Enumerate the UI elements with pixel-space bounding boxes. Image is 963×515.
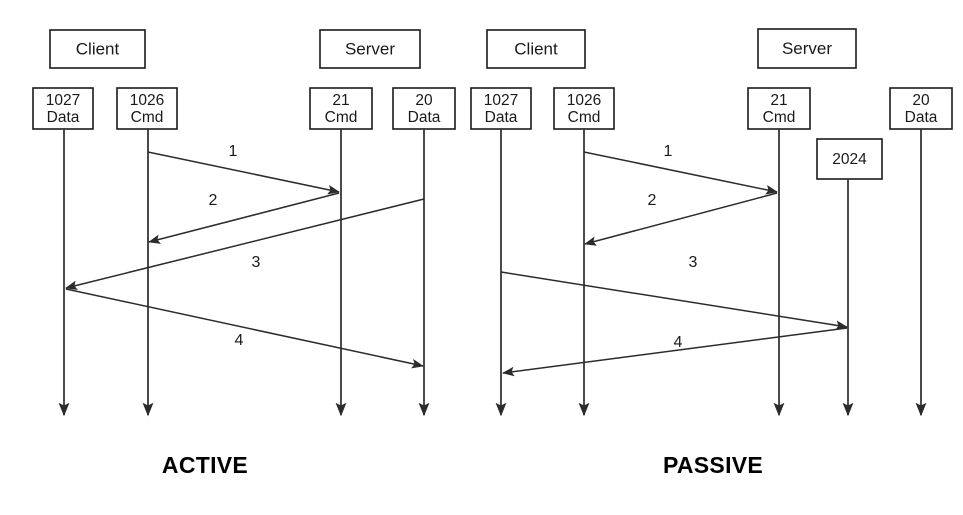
message-4-active: 4 <box>65 288 424 369</box>
port-number: 1026 <box>130 92 164 109</box>
port-role: Data <box>905 109 938 126</box>
port-box <box>470 87 532 130</box>
message-label: 2 <box>209 192 218 209</box>
header-node-server-passive: Server <box>757 28 857 69</box>
port-box <box>32 87 94 130</box>
port-box <box>889 87 953 130</box>
port-role: Data <box>408 109 441 126</box>
message-arrow <box>584 192 778 246</box>
header-box <box>319 29 421 69</box>
port-role: Cmd <box>763 109 796 126</box>
port-box <box>309 87 373 130</box>
message-arrow <box>583 151 778 195</box>
port-role: Data <box>47 109 80 126</box>
message-label: 4 <box>674 334 683 351</box>
header-node-client-active: Client <box>49 29 146 69</box>
port-number: 1026 <box>567 92 601 109</box>
header-box <box>757 28 857 69</box>
port-role: Cmd <box>131 109 164 126</box>
message-3-passive: 3 <box>500 254 848 330</box>
port-box <box>553 87 615 130</box>
message-arrow <box>147 151 340 195</box>
header-label: Server <box>345 39 395 58</box>
header-label: Client <box>76 39 120 58</box>
message-1-passive: 1 <box>583 143 778 195</box>
port-role: Cmd <box>325 109 358 126</box>
panel-caption-active: ACTIVE <box>162 452 248 478</box>
header-node-server-active: Server <box>319 29 421 69</box>
header-box <box>49 29 146 69</box>
port-node-2024-passive: 2024 <box>816 138 883 417</box>
panel-caption-passive: PASSIVE <box>663 452 763 478</box>
message-arrow <box>65 288 424 369</box>
message-2-active: 2 <box>148 192 340 244</box>
header-box <box>486 29 586 69</box>
port-number: 20 <box>415 92 433 109</box>
port-role: Cmd <box>568 109 601 126</box>
message-label: 1 <box>229 143 238 160</box>
message-arrow <box>502 327 848 377</box>
port-box <box>816 138 883 180</box>
message-label: 2 <box>648 192 657 209</box>
header-label: Client <box>514 39 558 58</box>
port-box <box>116 87 178 130</box>
port-role: Data <box>485 109 518 126</box>
message-label: 3 <box>252 254 261 271</box>
message-3-active: 3 <box>65 198 425 290</box>
port-number: 2024 <box>832 151 867 168</box>
message-label: 4 <box>235 332 244 349</box>
port-number: 1027 <box>484 92 518 109</box>
message-label: 1 <box>664 143 673 160</box>
message-4-passive: 4 <box>502 327 848 377</box>
message-arrow <box>65 198 425 290</box>
message-2-passive: 2 <box>584 192 778 246</box>
message-arrow <box>500 271 848 330</box>
header-label: Server <box>782 39 832 58</box>
port-number: 1027 <box>46 92 80 109</box>
port-number: 21 <box>332 92 349 109</box>
port-number: 21 <box>770 92 787 109</box>
port-number: 20 <box>912 92 930 109</box>
message-arrow <box>148 192 340 244</box>
header-node-client-passive: Client <box>486 29 586 69</box>
message-label: 3 <box>689 254 698 271</box>
message-1-active: 1 <box>147 143 340 195</box>
